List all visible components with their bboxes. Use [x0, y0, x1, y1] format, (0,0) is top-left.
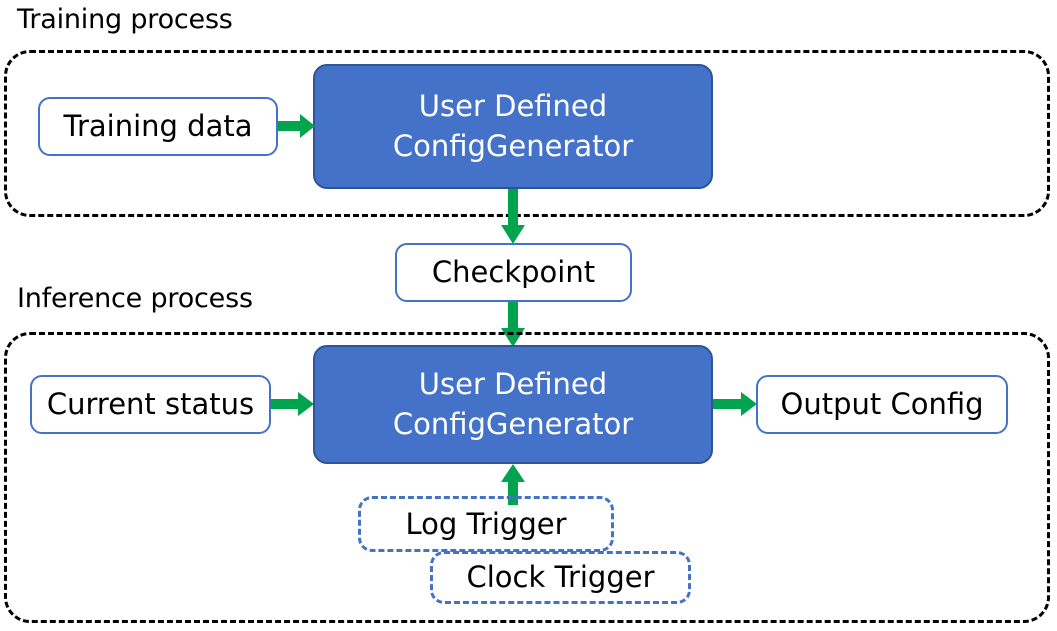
checkpoint-label: Checkpoint [431, 254, 596, 289]
arrow-trigger-to-generator-icon [500, 464, 526, 506]
inference-config-generator-node[interactable]: User Defined ConfigGenerator [313, 345, 713, 464]
current-status-node[interactable]: Current status [30, 375, 271, 434]
clock-trigger-node[interactable]: Clock Trigger [430, 551, 691, 604]
checkpoint-node[interactable]: Checkpoint [395, 243, 632, 302]
arrow-generator-to-checkpoint-icon [500, 189, 526, 245]
log-trigger-label: Log Trigger [405, 506, 567, 541]
training-process-title: Training process [17, 4, 233, 35]
inference-config-generator-label-line1: User Defined [418, 367, 608, 402]
arrow-current-status-to-generator-icon [271, 391, 315, 417]
log-trigger-node[interactable]: Log Trigger [358, 496, 614, 552]
arrow-training-data-to-generator-icon [278, 113, 316, 139]
training-data-node[interactable]: Training data [38, 97, 278, 156]
inference-process-title: Inference process [17, 283, 253, 314]
output-config-label: Output Config [780, 386, 984, 421]
output-config-node[interactable]: Output Config [756, 375, 1008, 434]
training-data-label: Training data [63, 108, 253, 143]
training-config-generator-label-line2: ConfigGenerator [392, 128, 634, 163]
clock-trigger-label: Clock Trigger [466, 560, 655, 594]
current-status-label: Current status [46, 386, 255, 421]
inference-config-generator-label-line2: ConfigGenerator [392, 406, 634, 441]
arrow-checkpoint-to-inference-generator-icon [500, 302, 526, 348]
training-process-container [4, 50, 1050, 217]
arrow-generator-to-output-config-icon [713, 391, 758, 417]
training-config-generator-label-line1: User Defined [418, 89, 608, 124]
training-config-generator-node[interactable]: User Defined ConfigGenerator [313, 64, 713, 189]
inference-process-container [4, 332, 1050, 623]
